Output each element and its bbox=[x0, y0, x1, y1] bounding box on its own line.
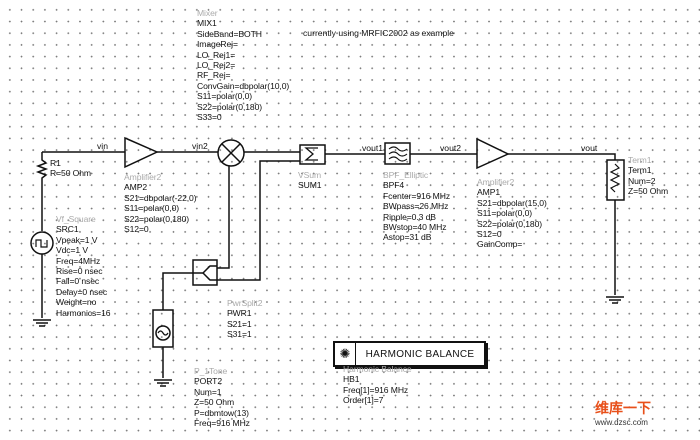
param: Rise=0 nsec bbox=[56, 266, 103, 277]
param: Fcenter=916 MHz bbox=[383, 190, 451, 201]
component-type: P_1Tone bbox=[194, 366, 228, 376]
param: BWpass=26 MHz bbox=[383, 201, 449, 212]
param: Delay=0 nsec bbox=[56, 286, 108, 297]
net-label-vout1: vout1 bbox=[362, 143, 384, 153]
param: S21=dbpolar(15,0) bbox=[477, 197, 547, 208]
hb-params[interactable]: Harmonic Balance HB1 Freq[1]=916 MHz Ord… bbox=[343, 364, 412, 406]
param: ImageRej= bbox=[197, 39, 238, 50]
param: S33=0 bbox=[197, 112, 222, 123]
param: S31=1 bbox=[227, 329, 252, 340]
param: Astop=31 dB bbox=[383, 232, 432, 243]
param: SUM1 bbox=[298, 180, 322, 191]
comment-note: currently using MRFIC2002 as example bbox=[303, 28, 454, 38]
param: MIX1 bbox=[197, 18, 217, 29]
param: SRC1 bbox=[56, 224, 79, 235]
param: S22=polar(0,180) bbox=[477, 218, 543, 229]
param: Term1 bbox=[628, 165, 652, 176]
component-type: Mixer bbox=[197, 8, 218, 18]
component-type: VSum bbox=[298, 170, 322, 180]
param: Weight=no bbox=[56, 297, 97, 308]
power-splitter[interactable] bbox=[162, 259, 218, 310]
param: AMP1 bbox=[477, 187, 501, 198]
net-label-vin: vin bbox=[97, 141, 108, 151]
param: GainComp= bbox=[477, 239, 523, 250]
param: S11=polar(0,0) bbox=[124, 203, 180, 214]
component-type: PwrSplit2 bbox=[227, 298, 263, 308]
ground-icon bbox=[33, 319, 51, 327]
param: S22=polar(0,180) bbox=[124, 213, 190, 224]
param: Z=50 Ohm bbox=[628, 186, 669, 197]
param: Fall=0 nsec bbox=[56, 276, 100, 287]
net-label-vout2: vout2 bbox=[440, 143, 462, 153]
param: BWstop=40 MHz bbox=[383, 222, 447, 233]
component-type: Vf_Square bbox=[56, 214, 96, 224]
amp2-symbol[interactable] bbox=[124, 136, 159, 169]
square-source[interactable] bbox=[30, 231, 54, 318]
harmonic-balance-title: HARMONIC BALANCE bbox=[365, 348, 475, 360]
component-type: Harmonic Balance bbox=[343, 364, 412, 374]
src-params[interactable]: Vf_Square SRC1 Vpeak=1 V Vdc=1 V Freq=4M… bbox=[56, 214, 111, 318]
component-type: Amplifier2 bbox=[124, 172, 162, 182]
net-label-vin2: vin2 bbox=[192, 141, 208, 151]
param: PORT2 bbox=[194, 376, 222, 387]
term-symbol[interactable] bbox=[606, 159, 625, 304]
param: S12=0 bbox=[477, 229, 502, 240]
r1-resistor[interactable] bbox=[35, 152, 49, 231]
param: Freq=916 MHz bbox=[194, 418, 250, 429]
param: LO_Rej2= bbox=[197, 60, 236, 71]
main-wire bbox=[42, 151, 616, 295]
param: P=dbmtow(13) bbox=[194, 407, 249, 418]
param: S22=polar(0,180) bbox=[197, 101, 263, 112]
watermark-text: 维库一下 bbox=[595, 400, 651, 416]
watermark-logo: 维库一下 www.dzsc.com bbox=[595, 398, 651, 427]
param: S21=dbpolar(-22,0) bbox=[124, 192, 197, 203]
param: BPF4 bbox=[383, 180, 405, 191]
param: S21=1 bbox=[227, 318, 252, 329]
param: LO_Rej1= bbox=[197, 49, 236, 60]
param: S11=polar(0,0) bbox=[477, 208, 533, 219]
param: Vdc=1 V bbox=[56, 245, 89, 256]
component-type: BPF_Elliptic bbox=[383, 170, 429, 180]
param: Vpeak=1 V bbox=[56, 234, 98, 245]
net-label-vout: vout bbox=[581, 143, 598, 153]
param: Num=2 bbox=[628, 175, 656, 186]
param: S12=0 bbox=[124, 224, 149, 235]
splitter-params[interactable]: PwrSplit2 PWR1 S21=1 S31=1 bbox=[227, 298, 263, 340]
param: HB1 bbox=[343, 374, 360, 385]
param: R=50 Ohm bbox=[50, 168, 91, 179]
mixer-symbol[interactable] bbox=[217, 139, 245, 269]
harmonic-balance-controller[interactable]: ✺ HARMONIC BALANCE bbox=[333, 341, 486, 367]
port-params[interactable]: P_1Tone PORT2 Num=1 Z=50 Ohm P=dbmtow(13… bbox=[194, 366, 250, 428]
amp2-params[interactable]: Amplifier2 AMP2 S21=dbpolar(-22,0) S11=p… bbox=[124, 172, 197, 234]
bpf-symbol[interactable] bbox=[384, 142, 411, 165]
amp1-symbol[interactable] bbox=[476, 137, 510, 170]
param: PWR1 bbox=[227, 308, 252, 319]
component-type: Amplifier2 bbox=[477, 177, 515, 187]
param: Z=50 Ohm bbox=[194, 397, 235, 408]
param: R1 bbox=[50, 158, 61, 168]
port-source[interactable] bbox=[152, 309, 174, 387]
param: Ripple=0.3 dB bbox=[383, 211, 436, 222]
term-params[interactable]: Term1 Term1 Num=2 Z=50 Ohm bbox=[628, 155, 668, 197]
harmonic-balance-icon: ✺ bbox=[335, 343, 356, 365]
param: Order[1]=7 bbox=[343, 395, 384, 406]
mixer-params[interactable]: Mixer MIX1 SideBand=BOTH ImageRej= LO_Re… bbox=[197, 8, 289, 122]
param: RF_Rej= bbox=[197, 70, 231, 81]
param: S11=polar(0,0) bbox=[197, 91, 253, 102]
amp1-params[interactable]: Amplifier2 AMP1 S21=dbpolar(15,0) S11=po… bbox=[477, 177, 547, 250]
bpf-params[interactable]: BPF_Elliptic BPF4 Fcenter=916 MHz BWpass… bbox=[383, 170, 450, 243]
param: Freq[1]=916 MHz bbox=[343, 384, 409, 395]
r1-params[interactable]: R1 R=50 Ohm bbox=[50, 158, 91, 179]
sum-params[interactable]: VSum SUM1 bbox=[298, 170, 322, 191]
param: Freq=4MHz bbox=[56, 255, 101, 266]
watermark-url: www.dzsc.com bbox=[595, 418, 648, 427]
param: ConvGain=dbpolar(10,0) bbox=[197, 80, 290, 91]
sum-symbol[interactable] bbox=[217, 144, 326, 281]
param: Harmonics=16 bbox=[56, 307, 111, 318]
param: AMP2 bbox=[124, 182, 148, 193]
param: SideBand=BOTH bbox=[197, 28, 262, 39]
component-type: Term1 bbox=[628, 155, 652, 165]
param: Num=1 bbox=[194, 386, 222, 397]
